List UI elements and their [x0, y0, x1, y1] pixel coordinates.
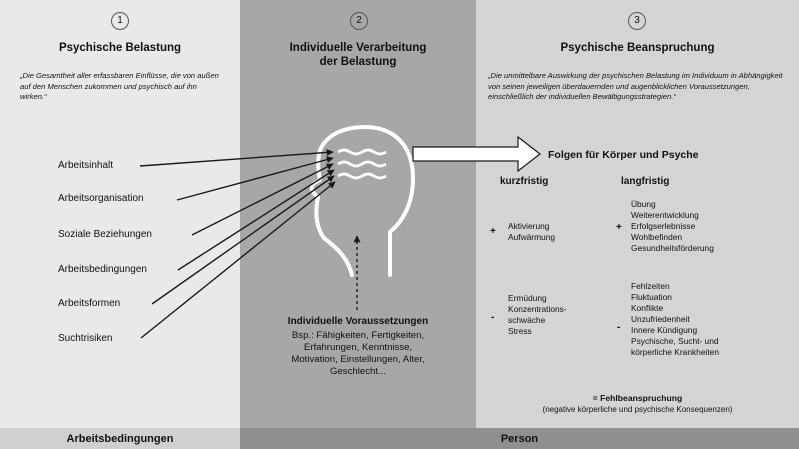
quote-belastung: „Die Gesamtheit aller erfassbaren Einflü… [20, 71, 219, 101]
short-negative-item: schwäche [508, 315, 546, 325]
preconditions-line1: Bsp.: Fähigkeiten, Fertigkeiten, [291, 330, 425, 341]
minus-sign-short: - [491, 312, 495, 323]
arrow-soziale-beziehungen [191, 163, 334, 236]
short-negative-item: Stress [508, 326, 532, 336]
wave-icon [337, 172, 387, 180]
long-positive-item: Übung [631, 199, 656, 209]
factor-soziale-beziehungen: Soziale Beziehungen [58, 229, 152, 240]
short-positive-item: Aufwärmung [508, 232, 556, 242]
step-number-1: 1 [111, 12, 129, 30]
long-negative-list: Fehlzeiten Fluktuation Konflikte Unzufri… [631, 281, 719, 358]
arrow-arbeitsorganisation [176, 156, 334, 201]
title-verarbeitung-line2: der Belastung [319, 56, 397, 68]
wave-icon [337, 160, 387, 168]
long-positive-item: Gesundheitsförderung [631, 243, 714, 253]
arrow-arbeitsformen [151, 175, 335, 305]
head-icon [309, 125, 415, 277]
short-positive-item: Aktivierung [508, 221, 550, 231]
plus-sign-long: + [616, 222, 622, 233]
preconditions-line2: Erfahrungen, Kenntnisse, [303, 342, 413, 353]
preconditions-line3: Motivation, Einstellungen, Alter, [291, 354, 425, 365]
arrow-suchtrisiken [140, 181, 336, 339]
long-negative-item: Psychische, Sucht- und [631, 336, 719, 346]
long-positive-item: Erfolgserlebnisse [631, 221, 696, 231]
minus-sign-long: - [617, 322, 621, 333]
short-negative-item: Ermüdung [508, 293, 547, 303]
footnote-title: = Fehlbeanspruchung [592, 393, 683, 403]
factor-arbeitsinhalt: Arbeitsinhalt [58, 160, 114, 171]
plus-sign-short: + [490, 226, 496, 237]
quote-beanspruchung: „Die unmittelbare Auswirkung der psychis… [488, 71, 783, 101]
factor-arbeitsformen: Arbeitsformen [58, 298, 121, 309]
title-beanspruchung: Psychische Beanspruchung [560, 42, 715, 54]
wave-icon [337, 148, 387, 156]
long-positive-list: Übung Weiterentwicklung Erfolgserlebniss… [631, 199, 714, 254]
label-kurzfristig: kurzfristig [500, 176, 549, 187]
footer-arbeitsbedingungen: Arbeitsbedingungen [0, 428, 240, 449]
column-belastung [0, 0, 240, 428]
arrow-consequences [412, 135, 541, 173]
long-negative-item: Unzufriedenheit [631, 314, 690, 324]
long-negative-item: Konflikte [631, 303, 664, 313]
title-verarbeitung: Individuelle Verarbeitung der Belastung [245, 41, 471, 69]
arrow-arbeitsinhalt [139, 148, 334, 167]
factor-arbeitsorganisation: Arbeitsorganisation [58, 193, 144, 204]
step-number-2: 2 [350, 12, 368, 30]
long-negative-item: Fluktuation [631, 292, 672, 302]
factor-arbeitsbedingungen: Arbeitsbedingungen [58, 264, 147, 275]
long-negative-item: körperliche Krankheiten [631, 347, 719, 357]
diagram-graphics [139, 125, 541, 339]
short-negative-item: Konzentrations- [508, 304, 567, 314]
footer-person: Person [240, 428, 799, 449]
footnote-text: (negative körperliche und psychische Kon… [542, 405, 733, 414]
long-negative-item: Fehlzeiten [631, 281, 670, 291]
short-negative-list: Ermüdung Konzentrations- schwäche Stress [508, 293, 567, 337]
long-negative-item: Innere Kündigung [631, 325, 698, 335]
consequences-title: Folgen für Körper und Psyche [548, 149, 699, 161]
arrow-arbeitsbedingungen [177, 169, 335, 271]
column-beanspruchung [476, 0, 799, 428]
title-verarbeitung-line1: Individuelle Verarbeitung [289, 42, 427, 54]
short-positive-list: Aktivierung Aufwärmung [508, 221, 555, 243]
long-positive-item: Wohlbefinden [631, 232, 683, 242]
preconditions-title: Individuelle Voraussetzungen [287, 316, 429, 327]
preconditions-line4: Geschlecht... [330, 366, 386, 377]
long-positive-item: Weiterentwicklung [631, 210, 699, 220]
individual-preconditions: Individuelle Voraussetzungen Bsp.: Fähig… [250, 316, 466, 378]
step-number-3: 3 [628, 12, 646, 30]
factor-suchtrisiken: Suchtrisiken [58, 333, 113, 344]
label-langfristig: langfristig [621, 176, 670, 187]
title-belastung: Psychische Belastung [58, 42, 182, 54]
